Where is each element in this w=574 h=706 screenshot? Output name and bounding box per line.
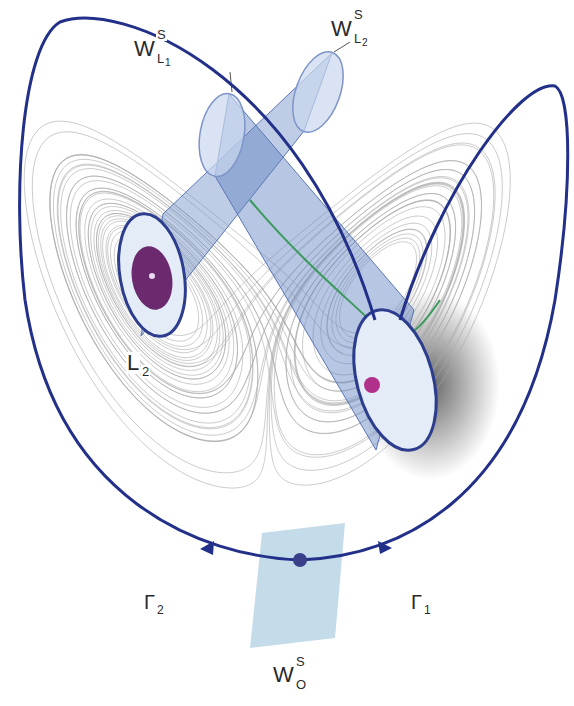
superscript: S bbox=[156, 28, 167, 41]
fixed-point bbox=[364, 377, 380, 393]
fixed-point-disk bbox=[127, 243, 178, 313]
superscript: S bbox=[295, 655, 306, 668]
homoclinic-orbit bbox=[300, 86, 568, 560]
tube-end bbox=[283, 45, 353, 139]
subscript: 1 bbox=[423, 604, 432, 616]
manifold-label: W bbox=[133, 38, 156, 60]
arrowhead bbox=[200, 541, 214, 555]
subscript-index: 2 bbox=[361, 38, 369, 48]
subscript-index: 1 bbox=[164, 58, 172, 68]
homoclinic-orbit bbox=[20, 18, 375, 560]
superscript: S bbox=[353, 8, 364, 21]
periodic-orbit bbox=[110, 208, 195, 341]
manifold-label: W bbox=[330, 18, 353, 40]
orbit-label: Γ bbox=[143, 592, 156, 612]
leader-line bbox=[334, 42, 350, 52]
orbit-label: Γ bbox=[410, 592, 423, 612]
subscript: 2 bbox=[141, 365, 150, 378]
orbit-label: L bbox=[126, 352, 140, 374]
curve bbox=[250, 200, 440, 338]
fixed-point bbox=[149, 273, 155, 279]
manifold-label: W bbox=[272, 664, 295, 686]
subscript: O bbox=[295, 678, 307, 691]
origin-point bbox=[293, 553, 307, 567]
stable-plane bbox=[250, 523, 345, 648]
subscript: 2 bbox=[156, 604, 165, 616]
arrowhead bbox=[378, 541, 392, 554]
periodic-orbit bbox=[340, 301, 451, 460]
tube-end bbox=[193, 90, 251, 180]
